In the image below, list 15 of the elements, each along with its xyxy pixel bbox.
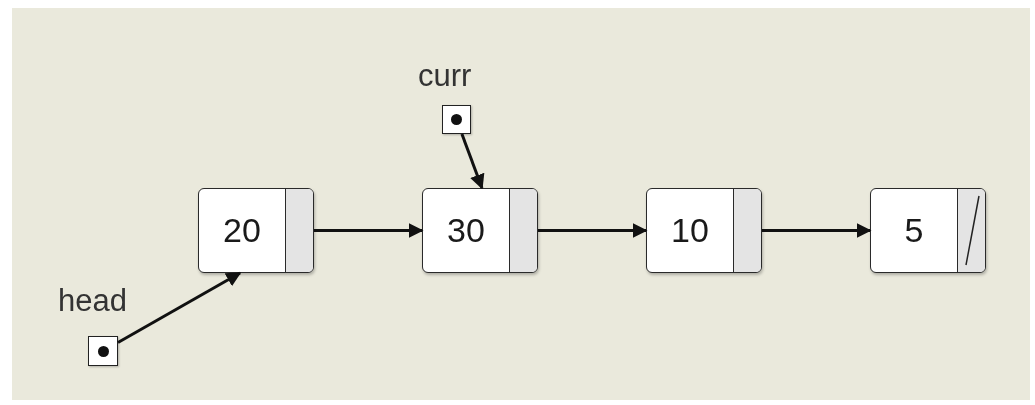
- arrow: [117, 271, 242, 344]
- node-value: 30: [446, 210, 486, 251]
- pointer-label: head: [58, 283, 127, 319]
- arrow: [762, 223, 872, 238]
- pointer-label: curr: [418, 58, 472, 94]
- node-value: 5: [903, 210, 925, 251]
- list-node-box: [646, 188, 762, 273]
- list-node-box: [422, 188, 538, 273]
- list-node-box: [870, 188, 986, 273]
- arrow: [314, 223, 424, 238]
- node-value: 10: [670, 210, 710, 251]
- node-value: 20: [222, 210, 262, 251]
- arrow: [538, 223, 648, 238]
- list-node-box: [198, 188, 314, 273]
- arrow: [460, 133, 485, 190]
